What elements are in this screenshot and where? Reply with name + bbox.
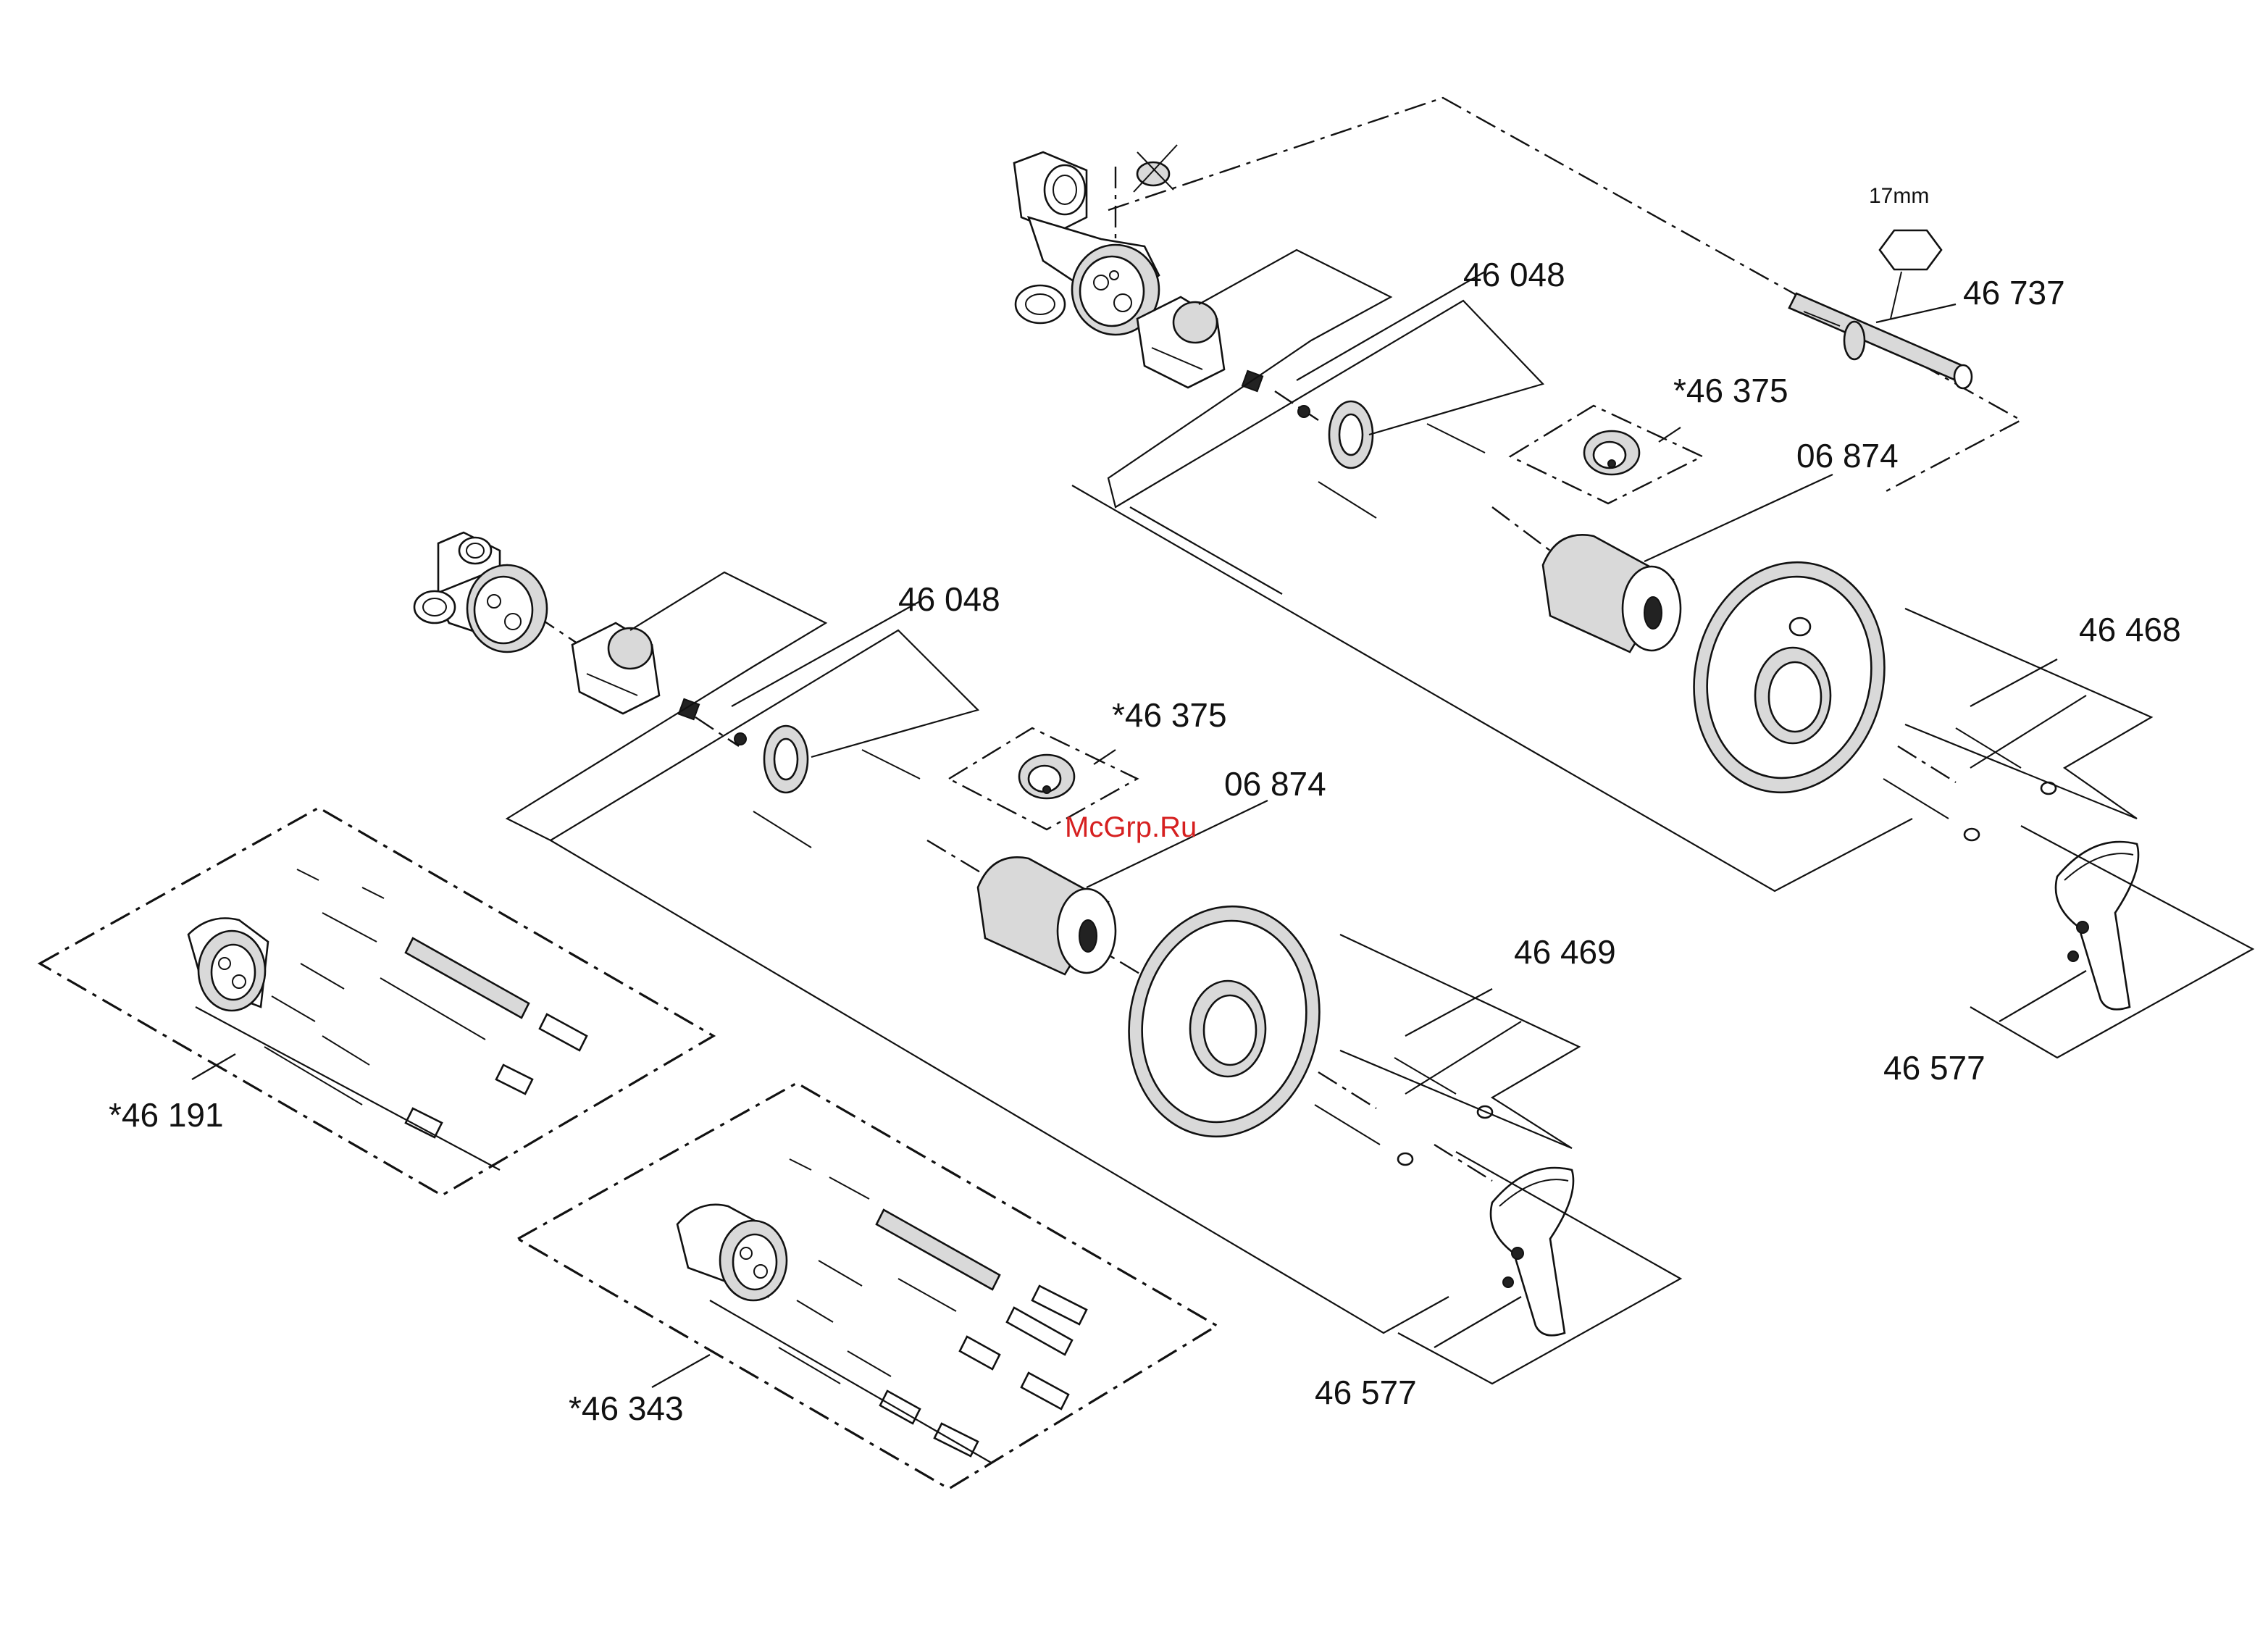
kit-bottom-leader xyxy=(710,1300,992,1463)
kit-bottom-parts xyxy=(779,1159,1087,1456)
lower-extension xyxy=(1019,755,1074,798)
label-upper-cartridge: 46 048 xyxy=(1463,256,1565,293)
upper-valve-body xyxy=(1014,152,1159,335)
upper-escutcheon-screws xyxy=(1883,728,2056,840)
label-kit-bottom: *46 343 xyxy=(569,1389,684,1427)
upper-retaining-ring xyxy=(1329,401,1373,468)
kit-bottom-box xyxy=(518,1083,1217,1489)
lower-assembly: 46 048 *46 375 06 874 46 469 46 577 xyxy=(414,532,1681,1411)
label-lower-handle: 46 577 xyxy=(1315,1374,1417,1411)
wrench-size-label: 17mm xyxy=(1869,184,1929,208)
watermark-text: McGrp.Ru xyxy=(1065,811,1197,843)
lower-retaining-ring xyxy=(764,726,808,793)
label-upper-extension: *46 375 xyxy=(1673,372,1788,409)
label-upper-sleeve: 06 874 xyxy=(1796,437,1899,475)
hex-nut-icon xyxy=(1880,230,1941,269)
upper-axis-line-6 xyxy=(1898,746,1956,782)
lower-sleeve xyxy=(978,857,1116,974)
kit-bottom: *46 343 xyxy=(518,1083,1217,1489)
lower-handle xyxy=(1491,1168,1573,1335)
lower-valve-body xyxy=(414,532,547,652)
kit-left-box xyxy=(40,808,714,1195)
kit-bottom-cartridge xyxy=(677,1205,787,1300)
upper-seal-crossed xyxy=(1134,145,1177,192)
upper-axis-line-4 xyxy=(1492,507,1550,551)
upper-stem xyxy=(1789,230,1972,388)
kit-left-cartridge xyxy=(188,919,268,1011)
kit-left: *46 191 xyxy=(40,808,714,1195)
label-lower-extension: *46 375 xyxy=(1112,696,1227,734)
lower-escutcheon-screws xyxy=(1315,1058,1492,1165)
label-upper-handle: 46 577 xyxy=(1883,1049,1985,1087)
label-lower-cartridge: 46 048 xyxy=(898,580,1000,618)
kit-left-leader xyxy=(196,1007,500,1170)
upper-escutcheon xyxy=(1673,544,1906,810)
lower-escutcheon xyxy=(1108,888,1341,1154)
label-upper-stem: 46 737 xyxy=(1963,274,2065,312)
upper-axis-line xyxy=(1108,98,2021,493)
label-lower-escutcheon: 46 469 xyxy=(1514,933,1616,971)
kit-left-parts xyxy=(264,869,587,1137)
upper-sleeve xyxy=(1543,535,1681,652)
upper-extension xyxy=(1584,431,1639,475)
label-upper-escutcheon: 46 468 xyxy=(2079,611,2181,648)
label-lower-sleeve: 06 874 xyxy=(1224,765,1326,803)
lower-cartridge xyxy=(572,623,746,745)
upper-axis-line-3 xyxy=(1275,391,1318,420)
label-kit-left: *46 191 xyxy=(109,1096,224,1134)
